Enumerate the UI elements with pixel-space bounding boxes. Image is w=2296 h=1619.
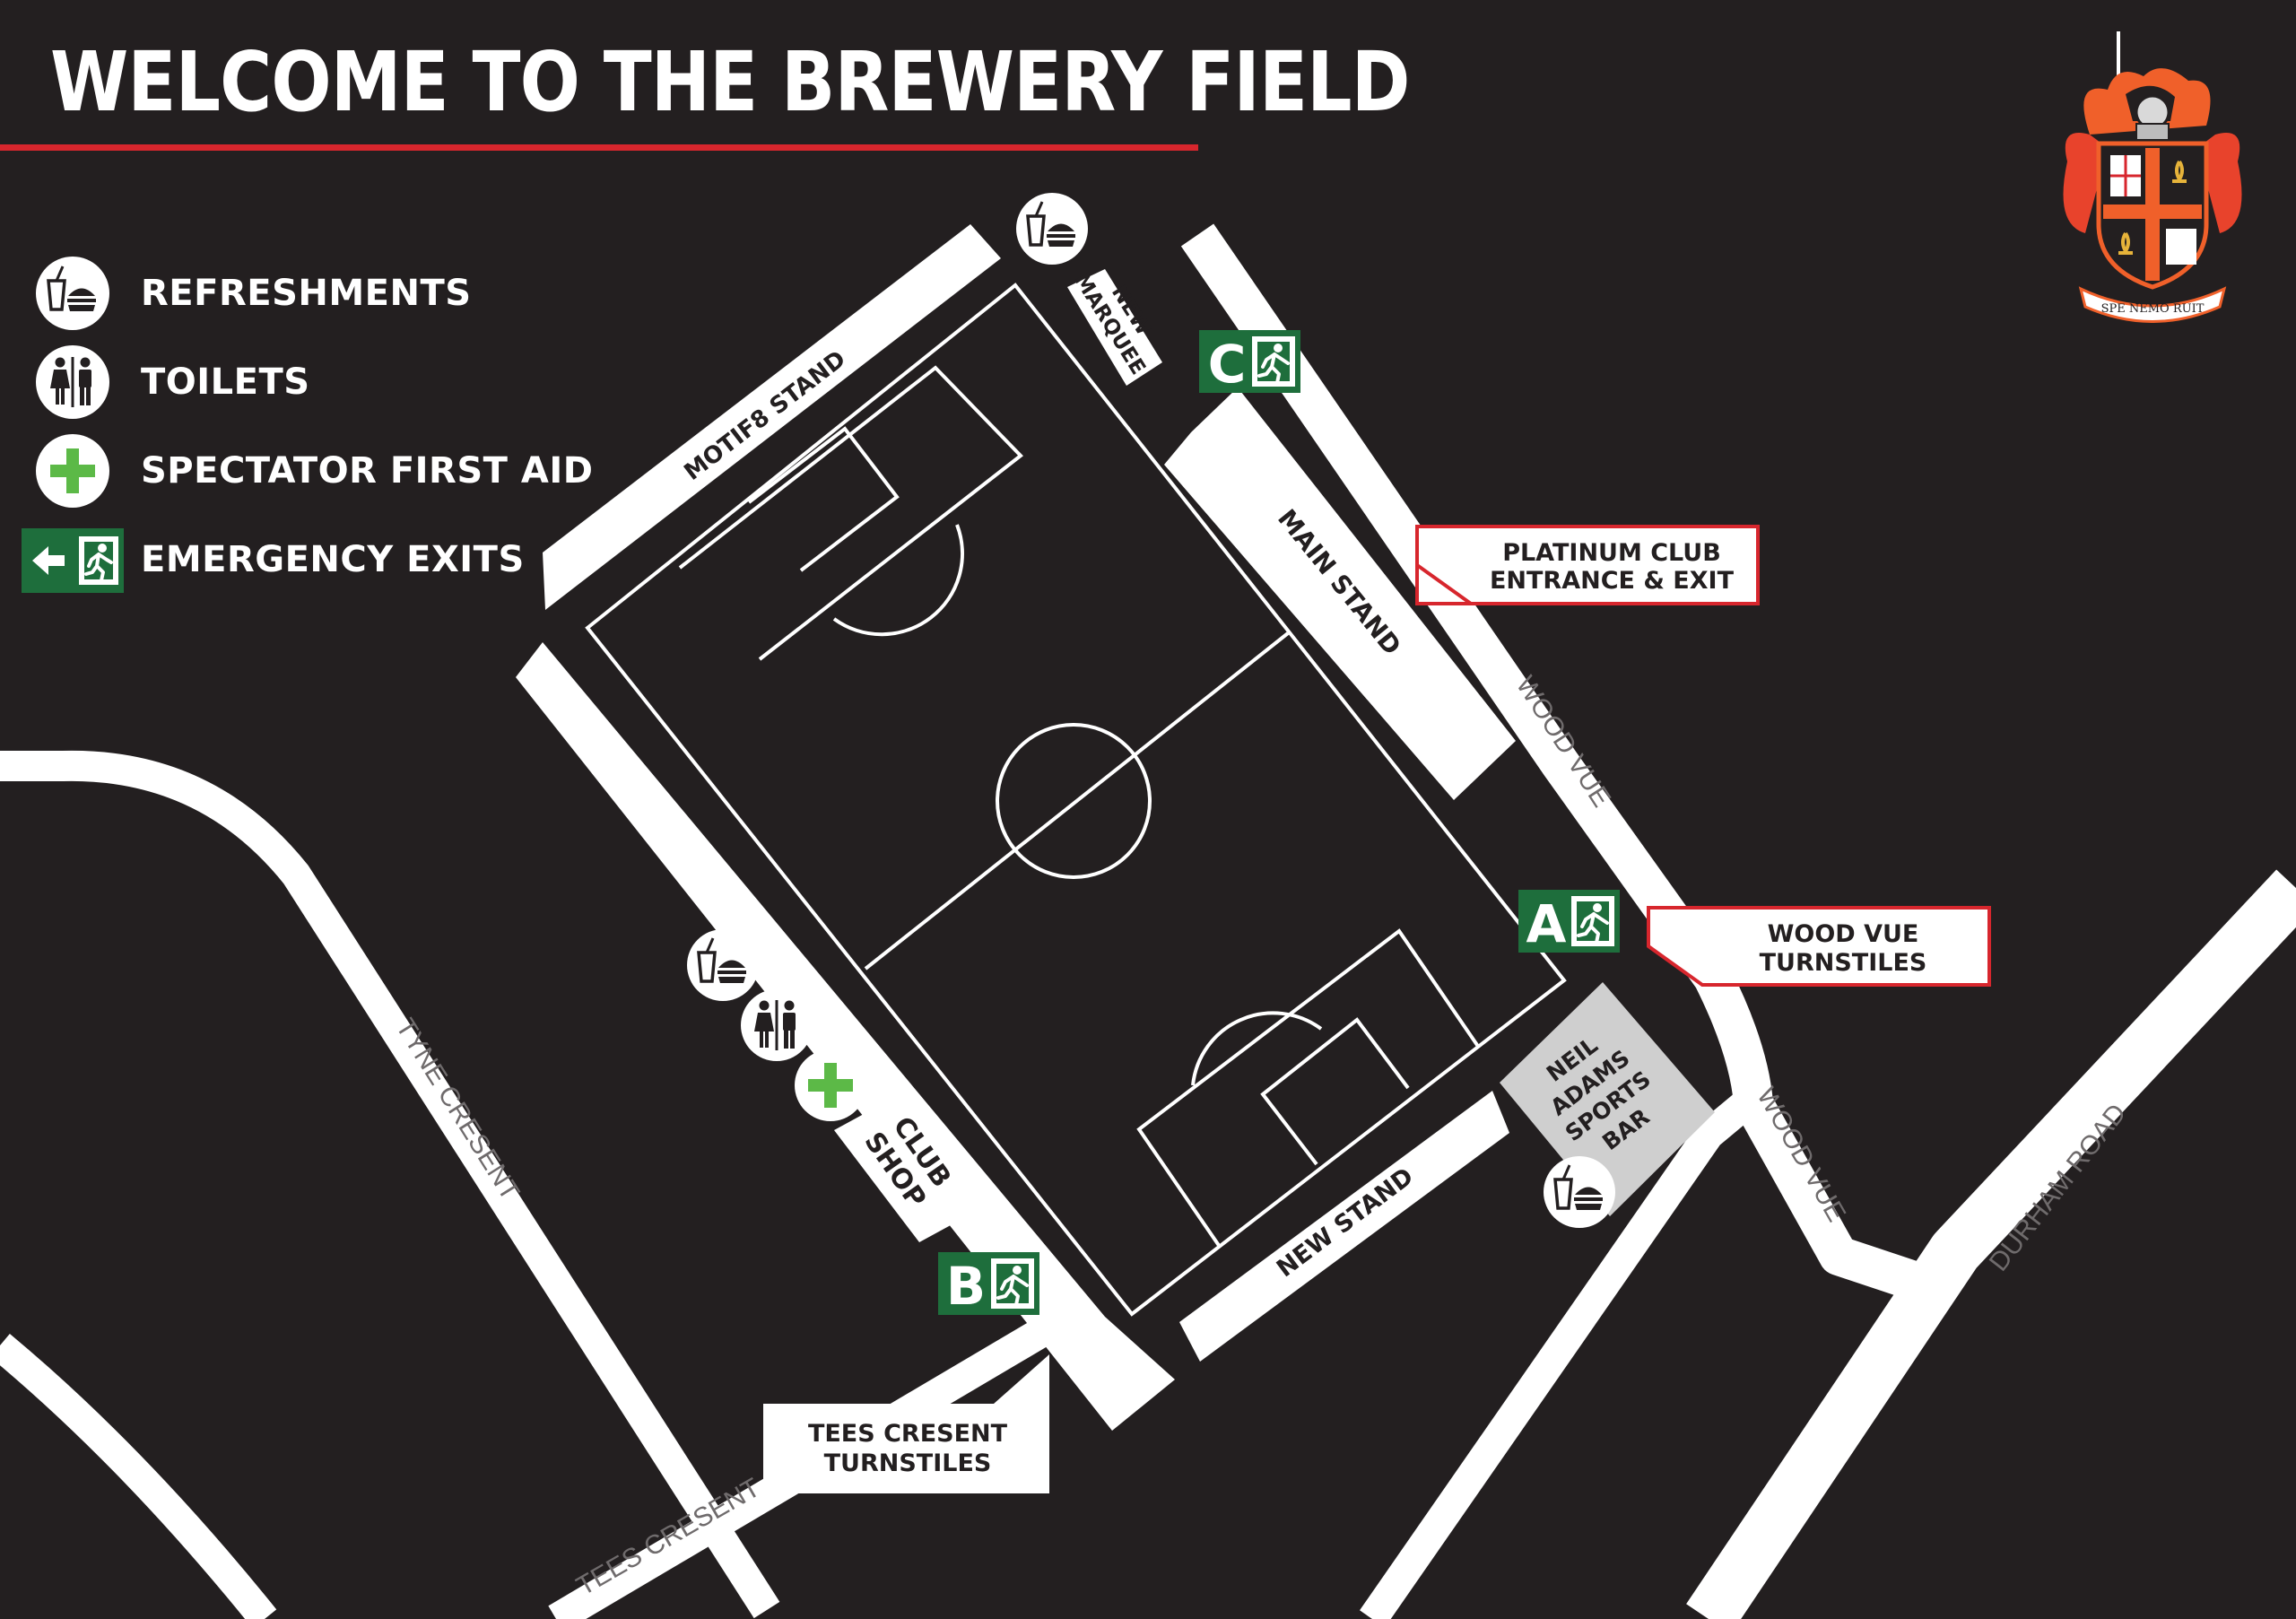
new-marquee (1067, 269, 1162, 386)
street-tyne-crescent: TYNE CRESENT (390, 1014, 526, 1206)
wood-vue-callout-line-1: WOOD VUE (1768, 920, 1919, 948)
motif8-stand (543, 224, 1001, 610)
tyne-crescent-road (0, 750, 780, 1619)
legend-label: EMERGENCY EXITS (141, 539, 525, 580)
platinum-callout-line-2: ENTRANCE & EXIT (1490, 567, 1735, 595)
platinum-callout-line-1: PLATINUM CLUB (1502, 539, 1721, 567)
exit-b[interactable]: B (938, 1252, 1039, 1317)
legend-item-first-aid: SPECTATOR FIRST AID (22, 434, 649, 515)
toilets-icon (36, 345, 109, 419)
refreshments-icon (36, 257, 109, 330)
tees-crescent-road (0, 1333, 277, 1619)
club-shop: CLUB SHOP (834, 1103, 969, 1242)
page-title: WELCOME TO THE BREWERY FIELD (50, 34, 1410, 130)
wood-vue-turnstiles-callout[interactable]: WOOD VUE TURNSTILES (1647, 906, 1991, 987)
stands (516, 224, 1715, 1431)
new-stand (1179, 1091, 1509, 1362)
club-crest-logo: SPE NEMO RUIT (2063, 31, 2242, 323)
tees-crescent-turnstiles-callout[interactable]: TEES CRESENT TURNSTILES (763, 1354, 1049, 1493)
legend-label: SPECTATOR FIRST AID (141, 450, 594, 492)
football-pitch (585, 283, 1567, 1317)
exit-c-letter: C (1208, 334, 1247, 395)
title-underline (0, 144, 1198, 151)
wood-vue-branch (1360, 1077, 1772, 1619)
motif8-stand-label: MOTIF8 STAND (679, 345, 850, 486)
tees-callout-line-2: TURNSTILES (824, 1449, 992, 1477)
legend-label: REFRESHMENTS (141, 273, 472, 314)
refreshments-icon[interactable] (1542, 1154, 1617, 1230)
new-stand-label: NEW STAND (1272, 1162, 1419, 1283)
wood-vue-callout-line-2: TURNSTILES (1760, 949, 1927, 977)
exit-a[interactable]: A (1518, 890, 1620, 954)
main-stand (1164, 387, 1516, 800)
durham-road (1686, 869, 2296, 1619)
emergency-exit-icon (1570, 894, 1616, 948)
tees-callout-line-1: TEES CRESENT (808, 1420, 1008, 1448)
emergency-exit-icon (22, 528, 124, 593)
neil-adams-sports-bar (1500, 982, 1715, 1216)
refreshments-icon[interactable] (1014, 191, 1090, 266)
legend-item-emergency-exits: EMERGENCY EXITS (22, 523, 649, 604)
legend-label: TOILETS (141, 361, 310, 403)
crest-motto: SPE NEMO RUIT (2101, 302, 2205, 316)
exit-c[interactable]: C (1199, 330, 1300, 395)
emergency-exit-icon (1250, 335, 1297, 388)
club-shop-stand (516, 642, 1175, 1431)
toilets-icon[interactable] (741, 989, 813, 1061)
emergency-exit-icon (989, 1257, 1036, 1310)
platinum-club-callout[interactable]: PLATINUM CLUB ENTRANCE & EXIT (1415, 525, 1760, 605)
first-aid-icon (36, 434, 109, 508)
legend-item-toilets: TOILETS (22, 345, 649, 426)
first-aid-icon[interactable] (795, 1049, 866, 1121)
refreshments-icon[interactable] (685, 927, 761, 1003)
exit-a-letter: A (1526, 893, 1567, 954)
legend-item-refreshments: REFRESHMENTS (22, 257, 649, 337)
exit-b-letter: B (946, 1256, 986, 1317)
